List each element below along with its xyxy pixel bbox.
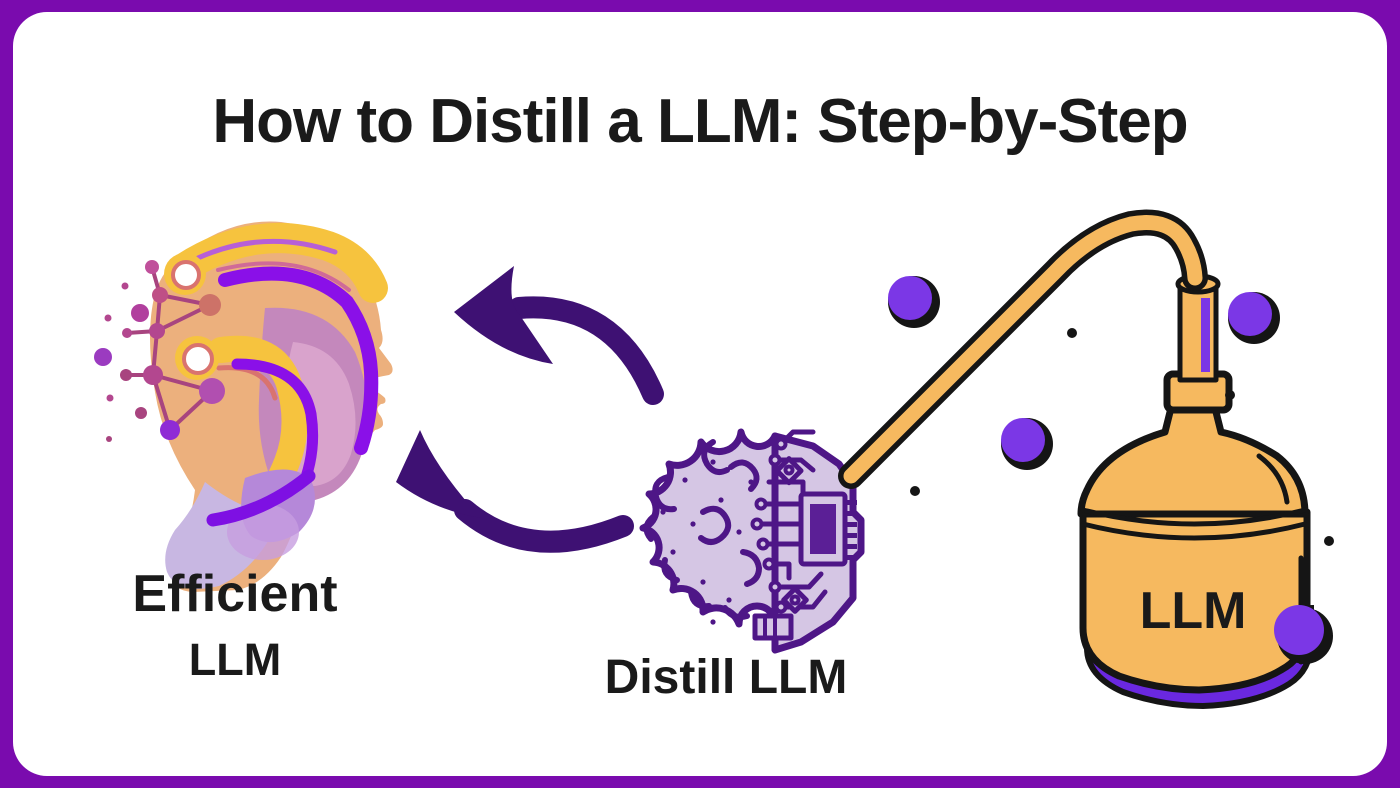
hook-salmon-line — [216, 365, 278, 401]
efficient-llm-label-line2: LLM — [188, 634, 282, 685]
distill-arrows — [396, 266, 664, 553]
brain-chip-illustration — [639, 428, 865, 654]
neck-purple-band — [206, 469, 316, 527]
page-title: How to Distill a LLM: Step-by-Step — [212, 87, 1188, 156]
arrow-bottom — [396, 430, 634, 553]
infographic-canvas: How to Distill a LLM: Step-by-Step — [13, 12, 1387, 776]
purple-bubble-1 — [888, 276, 940, 328]
efficient-llm-label-line1: Efficient — [132, 565, 338, 623]
circuit-traces — [750, 429, 828, 614]
network-nodes — [94, 260, 225, 442]
black-specks — [910, 328, 1334, 546]
hair-curl-top — [164, 253, 206, 295]
hair-thin-violet-line — [195, 238, 338, 261]
hair-magenta-line — [216, 261, 351, 292]
tank-rim — [1080, 507, 1308, 527]
tank-purple-ball — [1274, 605, 1333, 664]
efficient-llm-head-illustration — [94, 221, 393, 592]
purple-bubble-3 — [1001, 418, 1053, 470]
neck-wedge — [165, 482, 281, 589]
circuit-components — [752, 456, 809, 641]
purple-bubble-2 — [1228, 292, 1280, 344]
brain-dots — [660, 459, 762, 625]
distill-llm-label: Distill LLM — [604, 651, 848, 704]
distillation-apparatus-illustration: LLM — [838, 209, 1334, 710]
chip-connector — [798, 491, 857, 567]
condenser-tube — [838, 209, 1208, 489]
arrow-top — [454, 266, 664, 405]
brain-folds — [643, 439, 763, 620]
neck-purple-stripe — [1201, 298, 1210, 372]
tank-dome — [1077, 404, 1309, 518]
hair-purple-stripe — [218, 266, 379, 455]
tank-label: LLM — [1140, 582, 1247, 640]
neural-network-graph — [94, 260, 225, 442]
hair-curl-bottom — [175, 336, 219, 380]
tank-neck — [1177, 281, 1219, 383]
